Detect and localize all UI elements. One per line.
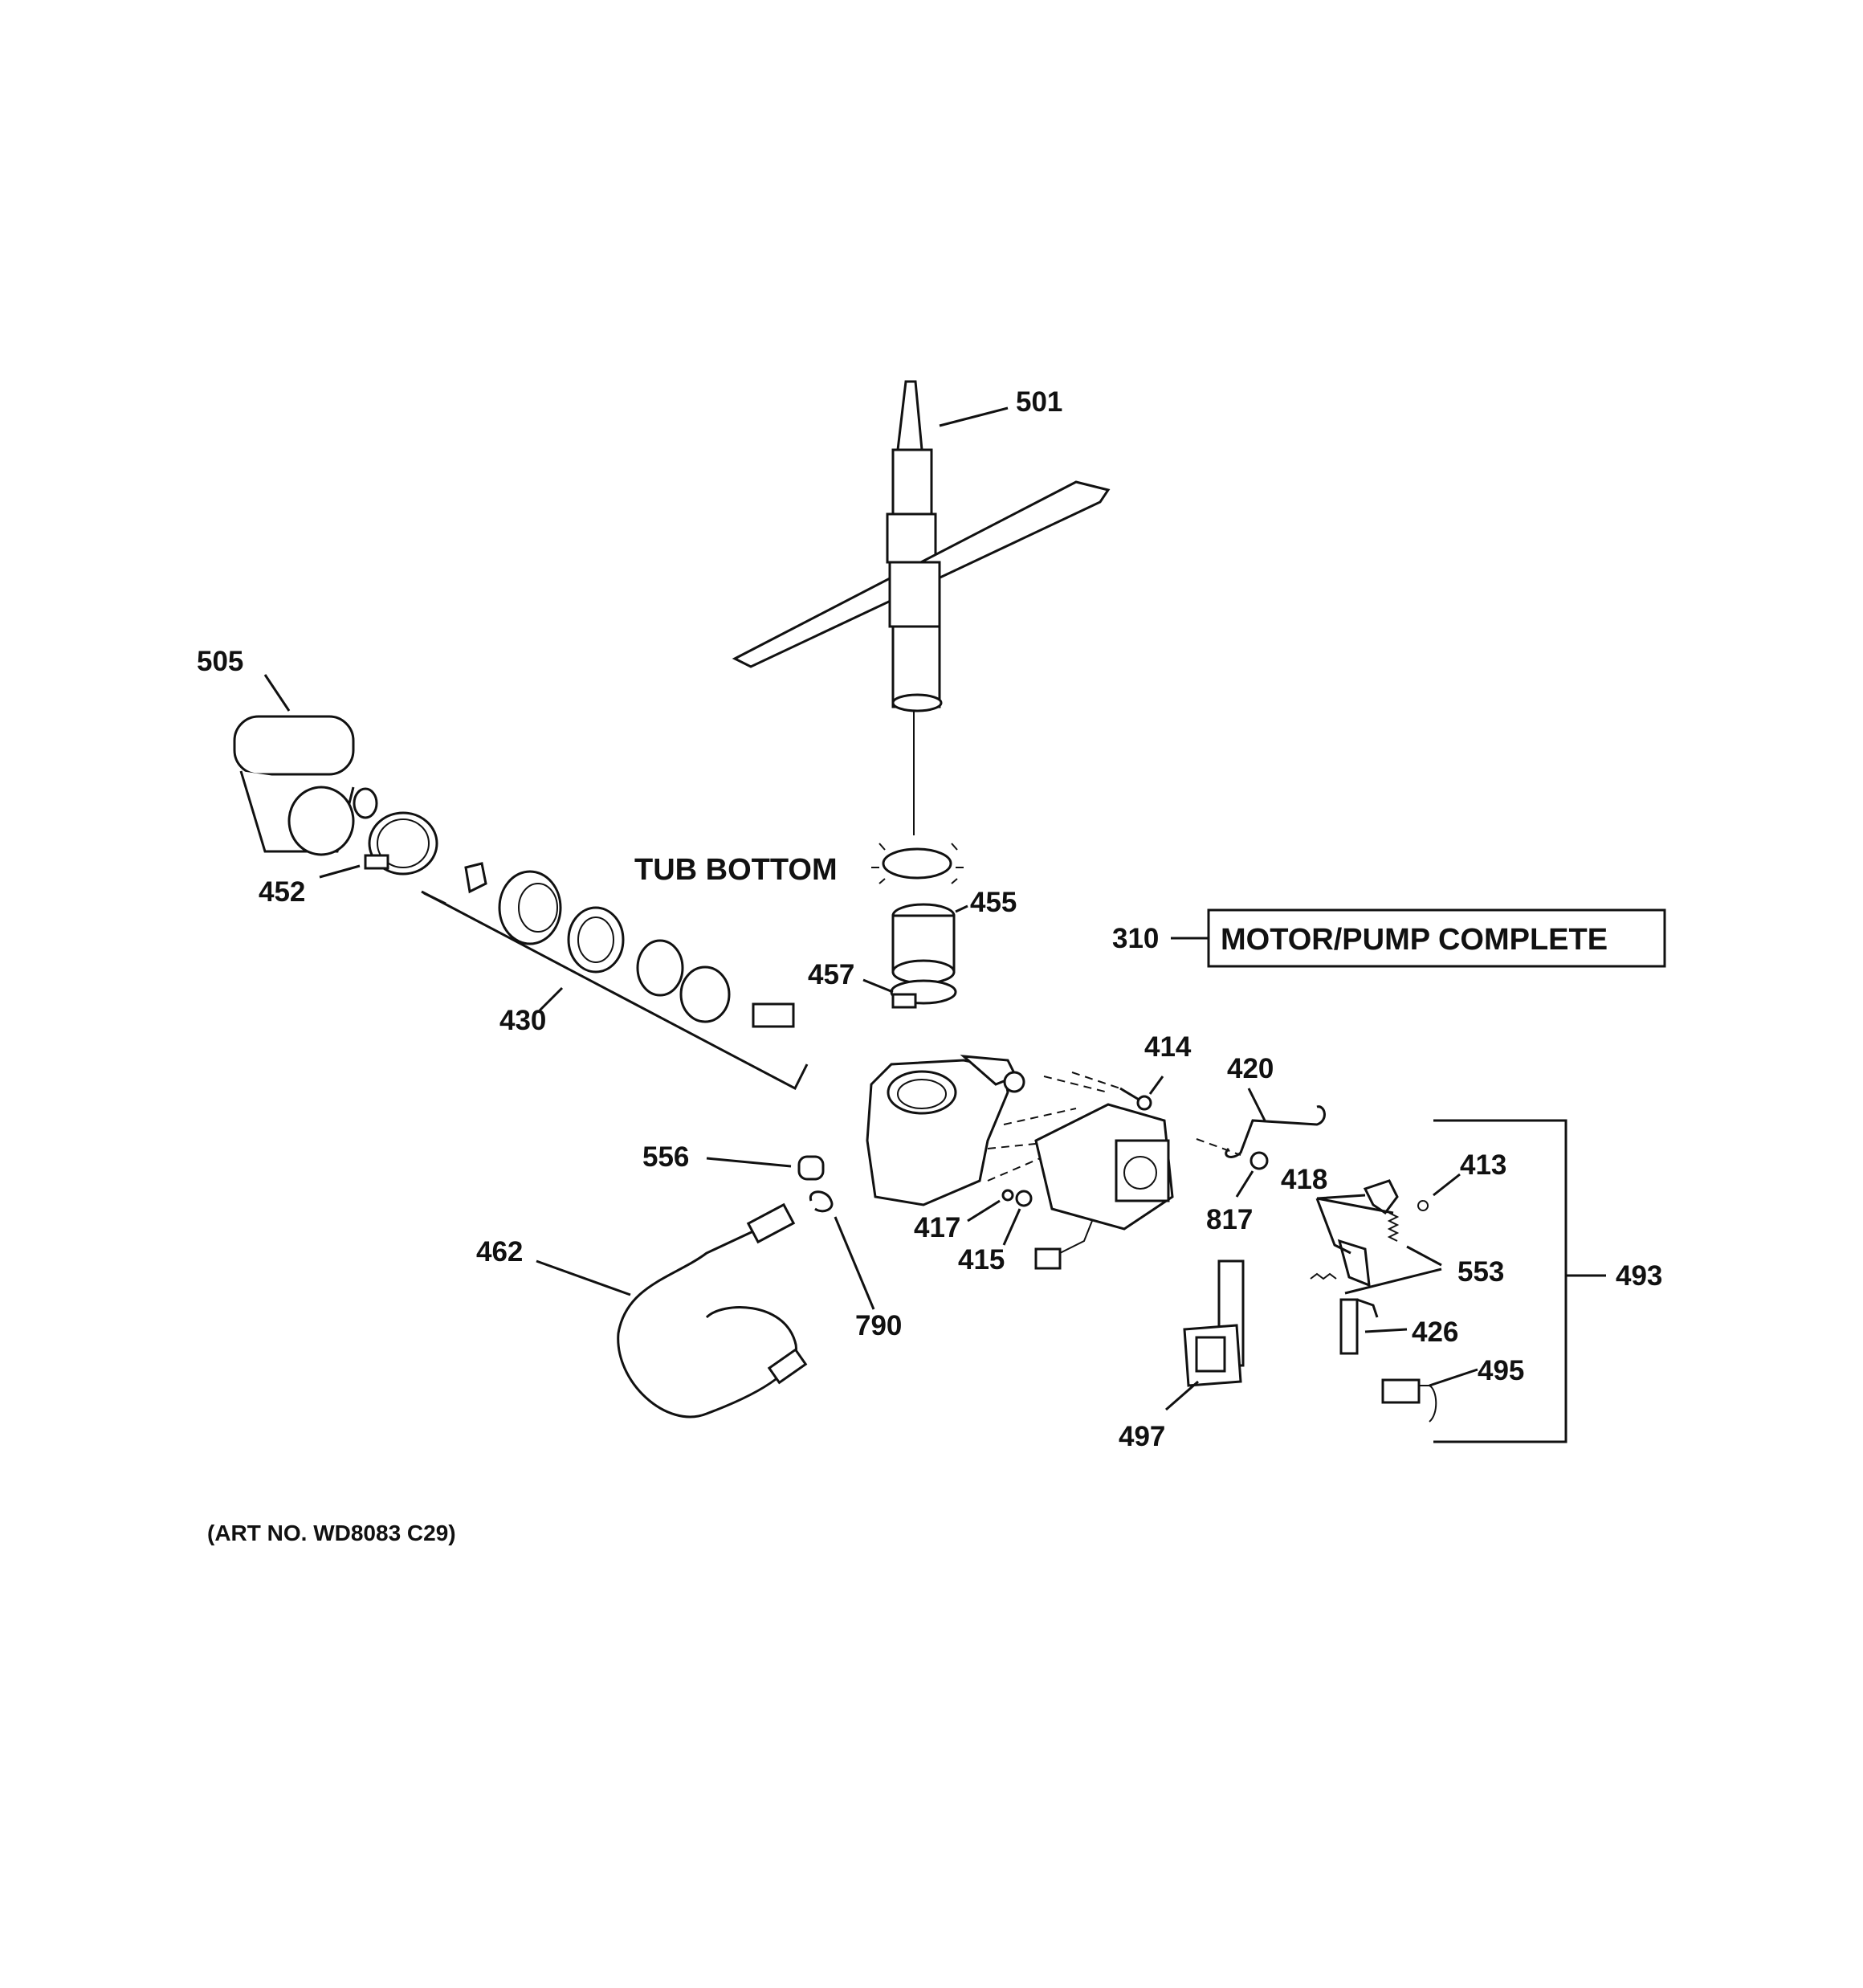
- callout-505: 505: [197, 646, 243, 677]
- leader-457: [862, 978, 894, 994]
- leader-418: [1315, 1194, 1394, 1255]
- spray-arm-part-501: [732, 380, 1111, 712]
- callout-493: 493: [1616, 1260, 1662, 1292]
- sump-part-505: [233, 715, 378, 856]
- solenoid-part-497: [1183, 1259, 1245, 1387]
- callout-495: 495: [1478, 1355, 1524, 1386]
- callout-790: 790: [855, 1310, 902, 1341]
- nut-part-415: [1015, 1190, 1033, 1207]
- leader-414: [1148, 1076, 1164, 1095]
- callout-310: 310: [1112, 923, 1159, 954]
- plug-part-556: [797, 1155, 825, 1181]
- leader-417: [967, 1199, 1001, 1223]
- bracket-430-end: [423, 892, 446, 905]
- dash-414: [1071, 1072, 1121, 1089]
- pin-part-426: [1339, 1298, 1379, 1355]
- callout-415: 415: [958, 1244, 1005, 1276]
- callout-553: 553: [1457, 1256, 1504, 1288]
- leader-413: [1433, 1173, 1461, 1197]
- leader-501: [939, 406, 1009, 427]
- lever-part-418: [1363, 1179, 1399, 1215]
- leader-420: [1247, 1088, 1266, 1121]
- leader-430: [538, 986, 564, 1012]
- leader-497: [1165, 1380, 1199, 1411]
- motor-pump-complete-label: MOTOR/PUMP COMPLETE: [1221, 923, 1608, 957]
- art-number: (ART NO. WD8083 C29): [207, 1521, 456, 1545]
- leader-415: [1002, 1208, 1021, 1246]
- callout-452: 452: [259, 876, 305, 908]
- leader-455: [955, 904, 968, 913]
- filter-assembly-part-430: [464, 862, 795, 1028]
- clamp-part-457: [890, 979, 957, 1009]
- screw-part-414: [1119, 1087, 1152, 1111]
- leader-495: [1429, 1368, 1478, 1387]
- spring-part-553: [1310, 1212, 1400, 1288]
- leader-426: [1364, 1328, 1408, 1333]
- leader-556: [706, 1157, 792, 1168]
- bracket-493: [1433, 1119, 1567, 1443]
- motor: [1034, 1103, 1174, 1270]
- callout-497: 497: [1119, 1421, 1165, 1452]
- callout-414: 414: [1144, 1031, 1192, 1063]
- tub-bottom-ring: [871, 843, 964, 884]
- leader-790: [834, 1216, 875, 1310]
- callout-430: 430: [499, 1005, 546, 1036]
- clip-part-413: [1417, 1200, 1429, 1211]
- bracket-430: [421, 890, 809, 1091]
- callout-462: 462: [476, 1236, 523, 1268]
- leader-817: [1235, 1170, 1254, 1198]
- callout-556: 556: [642, 1141, 689, 1173]
- callout-418: 418: [1281, 1164, 1327, 1195]
- callout-457: 457: [808, 959, 854, 990]
- callout-426: 426: [1412, 1316, 1458, 1348]
- clamp-part-452: [364, 811, 438, 876]
- pump-housing: [866, 1055, 1025, 1206]
- leader-452: [319, 864, 361, 879]
- link-part-420: [1225, 1105, 1326, 1158]
- motor-pump-box: [1207, 908, 1666, 968]
- callout-420: 420: [1227, 1053, 1274, 1084]
- callout-501: 501: [1016, 386, 1062, 418]
- leader-462: [536, 1259, 631, 1296]
- leader-553: [1344, 1245, 1442, 1295]
- callout-455: 455: [970, 887, 1017, 918]
- callout-817: 817: [1206, 1204, 1253, 1235]
- hose-part-462: [617, 1202, 808, 1419]
- clip-part-790: [809, 1190, 834, 1213]
- screw-part-817: [1196, 1138, 1269, 1170]
- leader-505: [263, 674, 291, 712]
- seal-part-455: [891, 903, 956, 985]
- connector-part-495: [1381, 1378, 1437, 1423]
- callout-413: 413: [1460, 1149, 1506, 1181]
- callout-417: 417: [914, 1212, 960, 1243]
- tub-bottom-label: TUB BOTTOM: [634, 853, 838, 887]
- washer-part-417: [1001, 1189, 1014, 1202]
